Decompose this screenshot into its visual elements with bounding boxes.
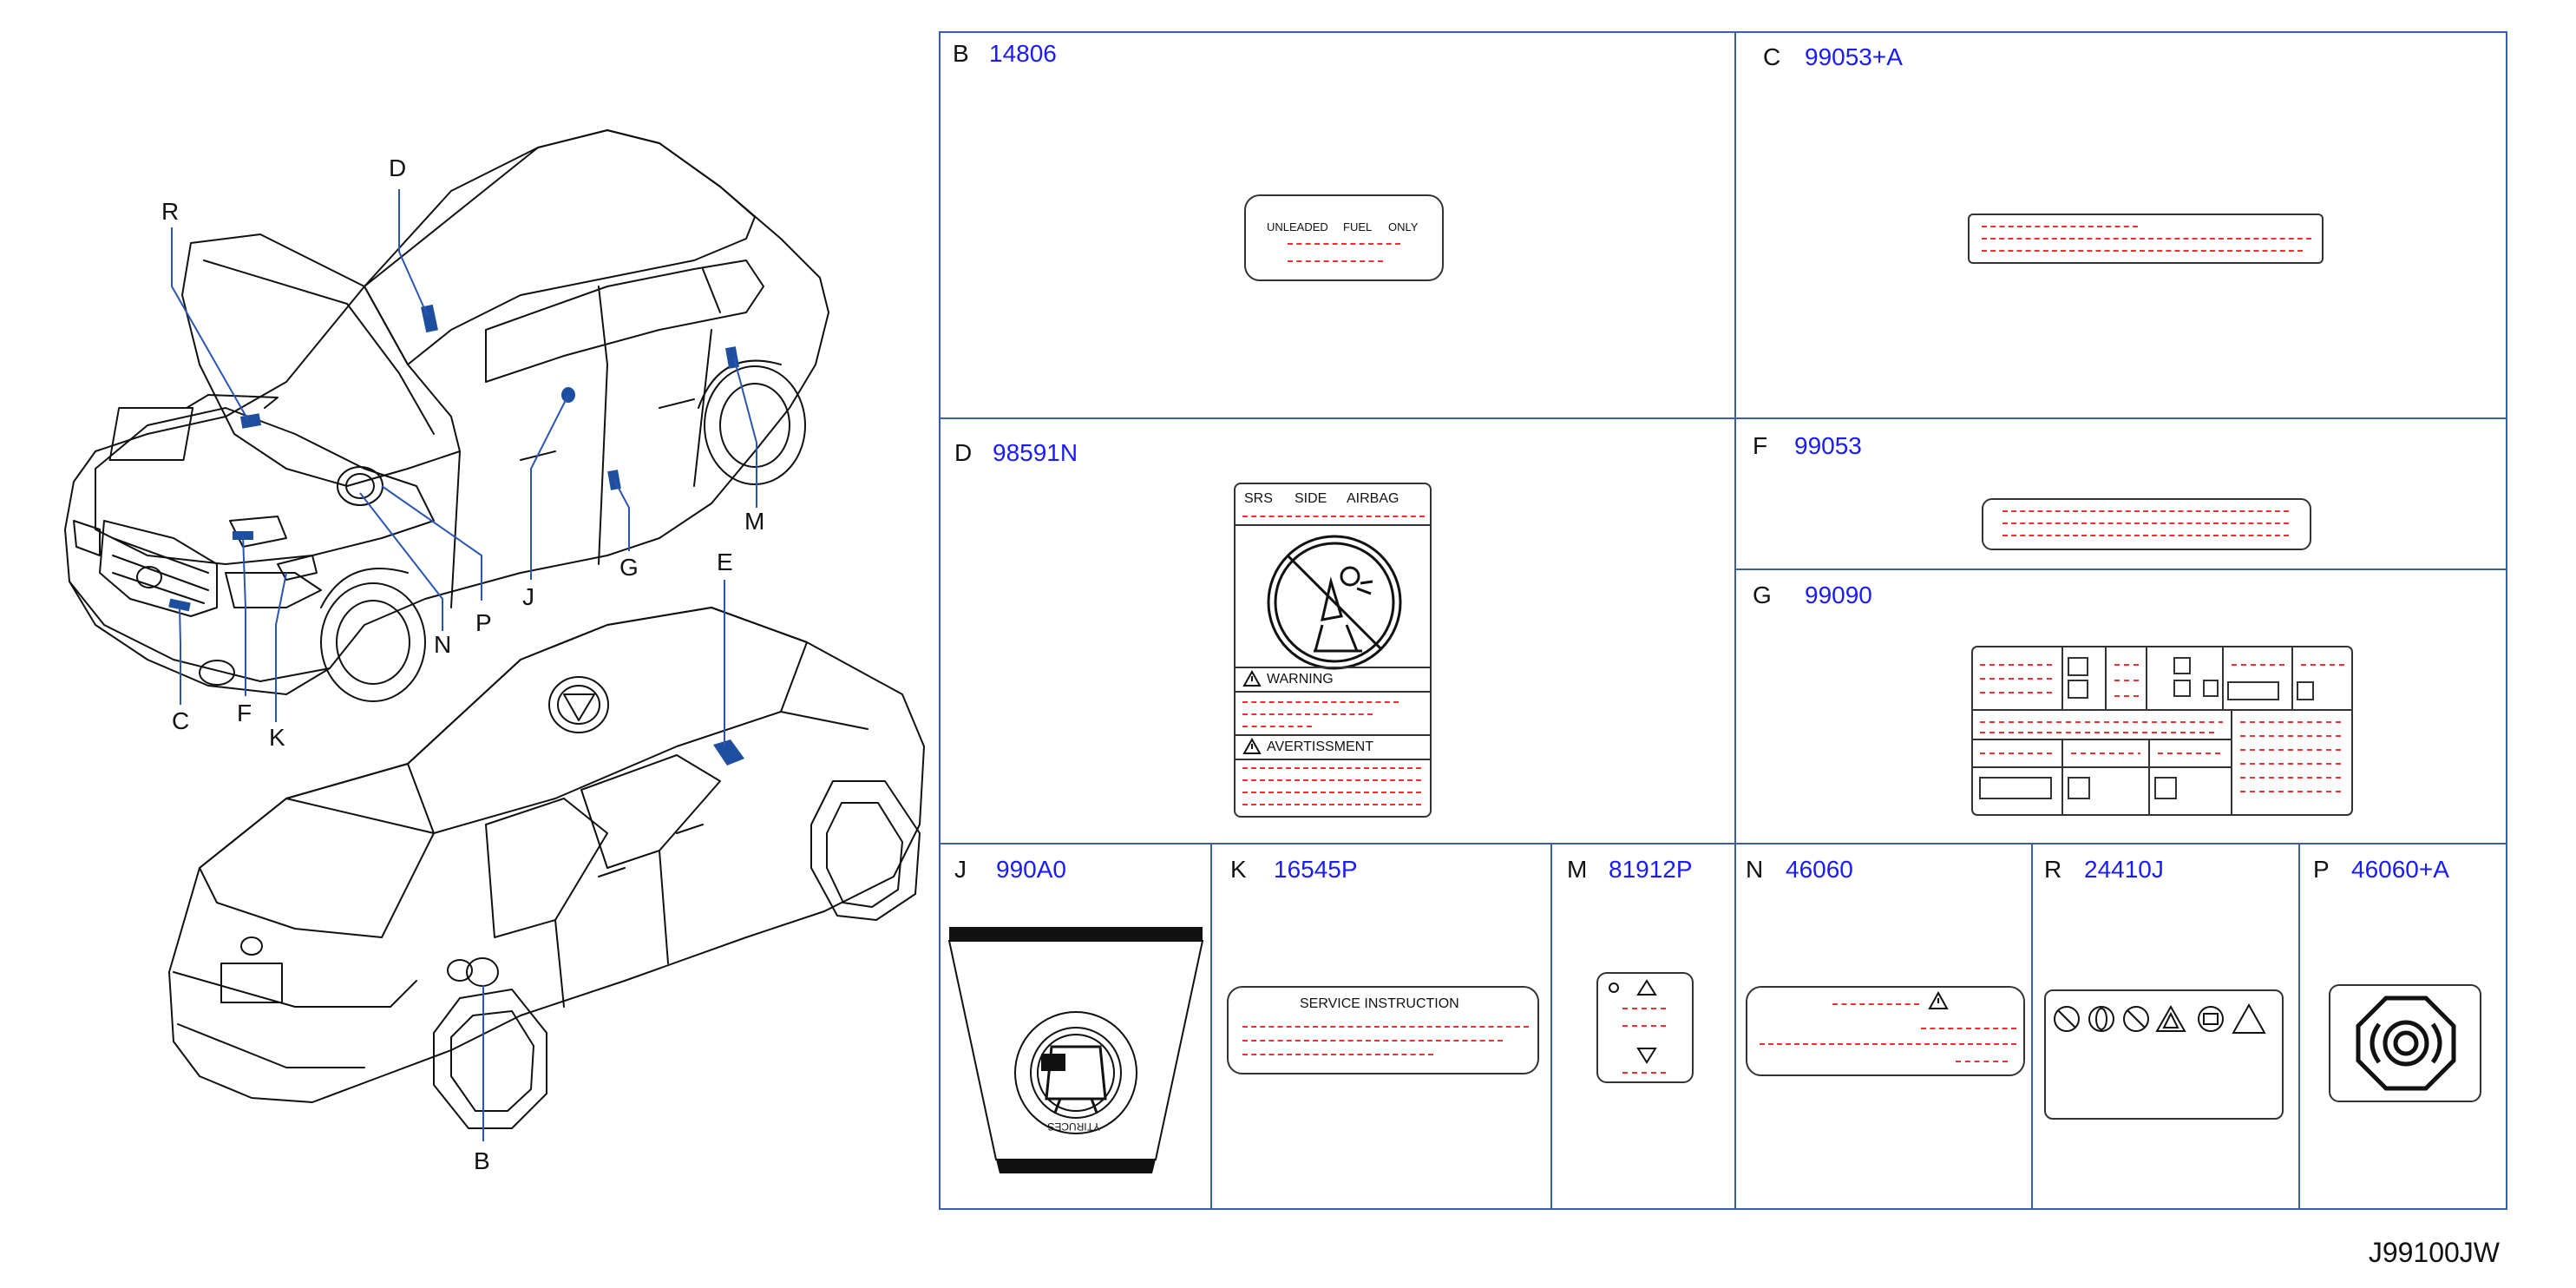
label-unleaded-fuel: UNLEADED FUEL ONLY (1244, 194, 1444, 281)
label-cell-d: D 98591N SRS SIDE AIRBAG WARNING AVERT (939, 418, 1735, 844)
warning-triangle-icon (1242, 738, 1262, 754)
callout-b: B (474, 1147, 490, 1174)
cell-letter: P (2313, 856, 2330, 883)
part-code: 46060+A (2351, 856, 2449, 883)
marker-e (713, 739, 744, 766)
label-cell-n: N 46060 (1735, 844, 2032, 1210)
label-cell-m: M 81912P (1551, 844, 1735, 1210)
warning-triangle-icon (1242, 670, 1262, 687)
no-child-seat-icon (1267, 535, 1402, 670)
warning-triangle-icon (1928, 991, 1949, 1009)
cell-letter: K (1230, 856, 1247, 883)
cell-letter: M (1567, 856, 1588, 883)
cell-letter: N (1746, 856, 1764, 883)
cell-letter: J (954, 856, 967, 883)
part-code: 98591N (993, 439, 1078, 466)
callout-j: J (522, 583, 534, 610)
cell-letter: B (953, 40, 969, 67)
callout-m: M (744, 508, 765, 535)
warning-heading: WARNING (1267, 672, 1334, 687)
callout-p: P (475, 609, 492, 636)
cell-letter: D (954, 439, 973, 466)
part-code: 990A0 (996, 856, 1066, 883)
label-word: UNLEADED (1267, 220, 1328, 233)
label-cell-j: J 990A0 YTIRUCES (939, 844, 1211, 1210)
callout-k: K (269, 724, 285, 751)
cell-letter: R (2044, 856, 2062, 883)
label-cell-c: C 99053+A (1735, 31, 2507, 418)
part-code: 99090 (1805, 582, 1872, 608)
label-cell-g: G 99090 (1735, 569, 2507, 844)
vehicle-illustration (64, 129, 925, 1141)
upper-car-hood (181, 233, 461, 487)
label-cell-r: R 24410J (2032, 844, 2299, 1210)
part-code: 16545P (1274, 856, 1358, 883)
battery-warning-symbols (2054, 1002, 2266, 1034)
callout-n: N (434, 631, 452, 658)
ring-text: YTIRUCES (1047, 1120, 1100, 1133)
label-title: SERVICE INSTRUCTION (1300, 996, 1459, 1011)
label-word: FUEL (1343, 220, 1373, 233)
label-tire-info (1971, 646, 2353, 816)
diagram-id: J99100JW (2368, 1237, 2500, 1268)
label-cell-f: F 99053 (1735, 418, 2507, 569)
label-cell-p: P 46060+A (2299, 844, 2507, 1210)
part-code: 81912P (1609, 856, 1693, 883)
callout-d: D (389, 154, 407, 181)
callout-r: R (161, 198, 180, 225)
callout-g: G (619, 554, 639, 581)
label-strip-f (1982, 498, 2311, 550)
label-brake-symbol (2329, 984, 2481, 1102)
callout-c: C (172, 707, 190, 734)
label-cell-b: B 14806 UNLEADED FUEL ONLY (939, 31, 1735, 418)
label-cell-k: K 16545P SERVICE INSTRUCTION (1211, 844, 1551, 1210)
label-battery-symbols (2044, 989, 2284, 1120)
label-service-instruction: SERVICE INSTRUCTION (1227, 986, 1539, 1074)
part-code: 99053+A (1805, 43, 1903, 70)
avertissment-heading: AVERTISSMENT (1267, 739, 1373, 754)
part-code: 14806 (989, 40, 1057, 67)
label-strip-c (1968, 214, 2324, 264)
label-word: AIRBAG (1347, 491, 1399, 506)
part-code: 24410J (2084, 856, 2164, 883)
up-down-arrows-icon (1609, 979, 1668, 1074)
label-grid-frame (939, 31, 2507, 1210)
cell-letter: G (1753, 582, 1772, 608)
callout-f: F (237, 700, 252, 726)
label-srs-side-airbag: SRS SIDE AIRBAG WARNING AVERTISSMENT (1234, 483, 1432, 818)
label-word: SRS (1244, 491, 1273, 506)
cell-letter: F (1753, 432, 1768, 459)
label-security-sticker: YTIRUCES (947, 927, 1204, 1173)
cell-letter: C (1763, 43, 1781, 70)
callout-e: E (717, 549, 733, 575)
brake-warning-icon (2356, 996, 2456, 1091)
label-word: ONLY (1388, 220, 1419, 233)
part-code: 99053 (1794, 432, 1862, 459)
part-code: 46060 (1786, 856, 1853, 883)
lower-rear-wheel (433, 989, 547, 1129)
marker-c (168, 598, 191, 612)
label-window-switch (1596, 972, 1694, 1083)
lower-front-wheel (810, 780, 921, 921)
label-warning-strip (1746, 986, 2025, 1076)
label-word: SIDE (1295, 491, 1327, 506)
